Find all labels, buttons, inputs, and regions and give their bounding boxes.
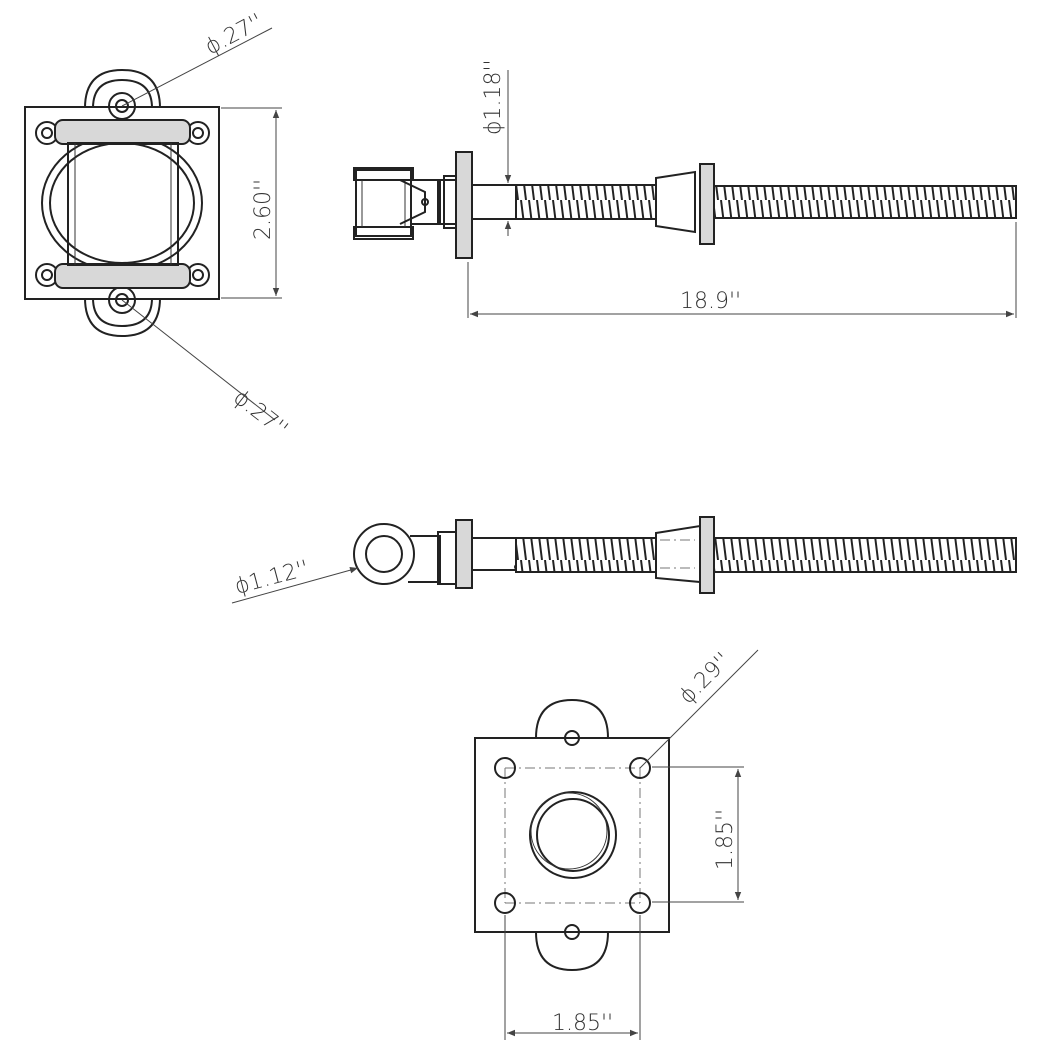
end-view xyxy=(24,27,282,421)
overall-length-label: 18.9'' xyxy=(680,289,741,314)
flange-diameter-label: ϕ1.18'' xyxy=(481,59,506,135)
hole-spacing-vertical-label: 1.85'' xyxy=(713,809,738,870)
top-hole-diameter-label: ϕ.27'' xyxy=(201,9,267,60)
hole-spacing-horizontal-label: 1.85'' xyxy=(552,1011,613,1036)
plate-hole-diameter-label: ϕ.29'' xyxy=(675,648,736,709)
flange-plate-view xyxy=(474,649,759,1040)
top-view xyxy=(231,516,1017,604)
bracket-height-label: 2.60'' xyxy=(251,179,276,240)
bottom-hole-diameter-label: ϕ.27'' xyxy=(228,385,292,443)
eye-diameter-label: ϕ1.12'' xyxy=(232,556,311,600)
side-view xyxy=(353,70,1017,318)
